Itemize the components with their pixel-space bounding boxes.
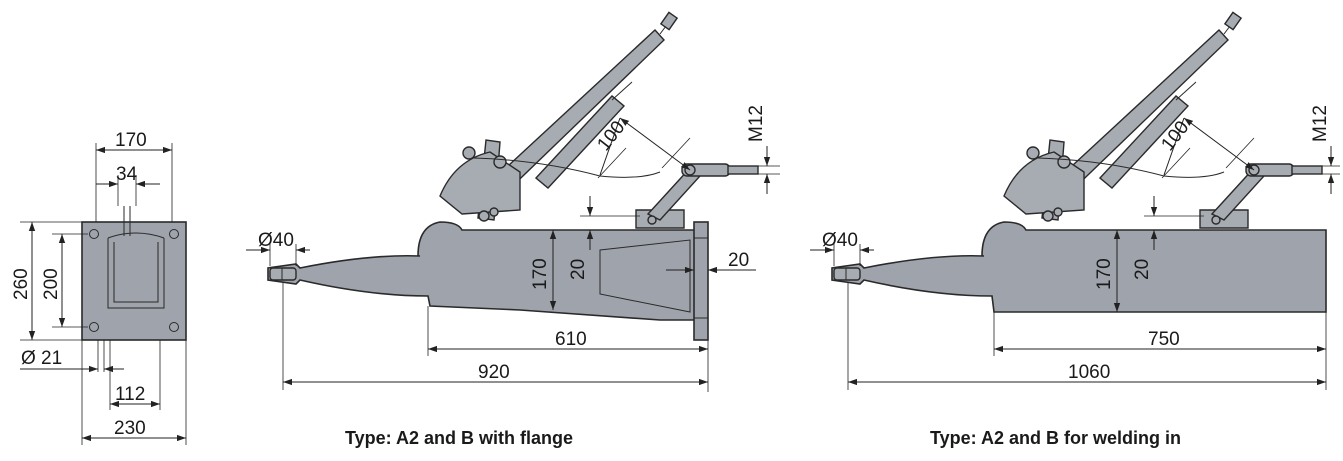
dim-body-length-2: 750: [1148, 329, 1180, 350]
caption-flange: Type: A2 and B with flange: [345, 428, 573, 448]
dim-body-length-1: 610: [555, 329, 587, 350]
dim-height-2: 170: [1094, 258, 1115, 290]
dim-total-length-1: 920: [478, 362, 510, 383]
dim-thread-2: M12: [1310, 105, 1331, 142]
caption-welding: Type: A2 and B for welding in: [930, 428, 1181, 448]
dim-hole: Ø 21: [21, 348, 62, 369]
dim-coupling-1: Ø40: [258, 230, 294, 251]
side-view-flange: Ø40 170 20 20 M12 100 610 920: [246, 11, 780, 448]
dim-flange: 20: [728, 250, 749, 271]
dim-260: 260: [11, 268, 32, 300]
dim-112: 112: [115, 384, 145, 405]
dim-thread-1: M12: [746, 105, 767, 142]
dim-height-1: 170: [530, 258, 551, 290]
end-view: 170 34 260 200 Ø 21 112 230: [11, 130, 187, 445]
dim-200: 200: [41, 268, 62, 300]
side-view-welding: Ø40 170 20 M12 100 750 1060 Type: A2 and…: [810, 11, 1340, 448]
dim-34: 34: [116, 164, 138, 185]
dim-offset-2: 20: [1132, 259, 1153, 280]
dim-total-length-2: 1060: [1068, 362, 1110, 383]
dim-170-end: 170: [115, 130, 147, 151]
dim-coupling-2: Ø40: [822, 230, 858, 251]
dim-offset-1: 20: [568, 259, 589, 280]
dim-230: 230: [114, 418, 146, 439]
